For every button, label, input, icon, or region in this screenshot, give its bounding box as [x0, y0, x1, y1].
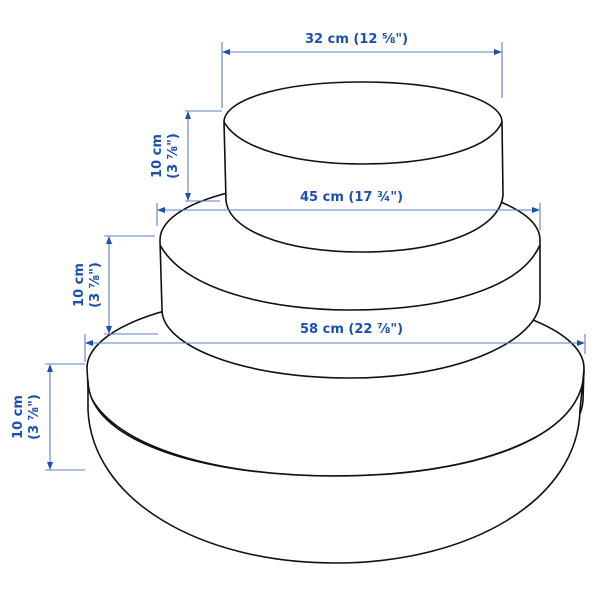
large-height-dimension	[45, 363, 85, 471]
small-height-dimension	[185, 110, 222, 202]
medium-height-label: 10 cm (3 ⅞")	[72, 255, 104, 315]
small-diameter-dimension	[221, 42, 503, 108]
medium-height-in: (3 ⅞")	[88, 262, 103, 308]
large-height-cm: 10 cm	[11, 395, 26, 439]
medium-diameter-label: 45 cm (17 ¾")	[300, 190, 404, 205]
large-height-label: 10 cm (3 ⅞")	[11, 387, 43, 447]
small-height-in: (3 ⅞")	[166, 133, 181, 179]
medium-height-cm: 10 cm	[72, 263, 87, 307]
large-diameter-dimension	[84, 334, 586, 362]
small-height-cm: 10 cm	[150, 134, 165, 178]
small-cushion	[223, 81, 504, 253]
medium-diameter-dimension	[156, 203, 541, 230]
medium-height-dimension	[104, 235, 158, 335]
large-height-in: (3 ⅞")	[27, 394, 42, 440]
small-height-label: 10 cm (3 ⅞")	[150, 126, 182, 186]
large-diameter-label: 58 cm (22 ⅞")	[300, 322, 404, 337]
small-diameter-label: 32 cm (12 ⅝")	[305, 32, 409, 47]
